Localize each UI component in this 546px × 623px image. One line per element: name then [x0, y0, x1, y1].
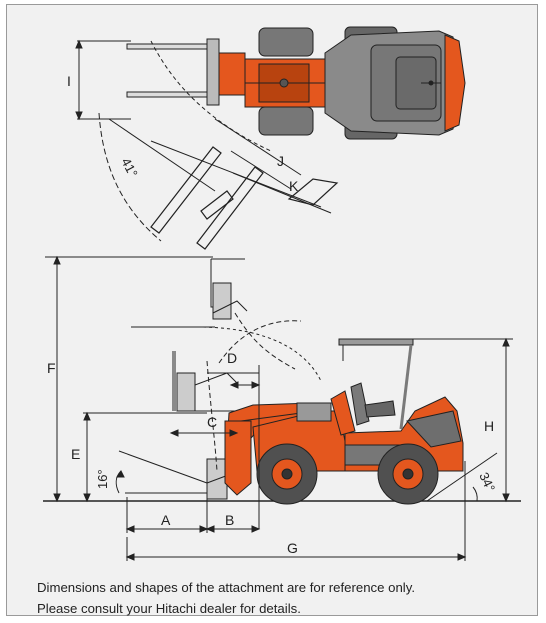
loader-front-wheel — [256, 443, 318, 505]
loader-lift-arm — [224, 402, 320, 496]
dim-label-g: G — [287, 540, 298, 556]
dim-label-a: A — [161, 512, 171, 528]
dim-label-b: B — [225, 512, 234, 528]
dim-label-k: K — [289, 178, 299, 194]
turning-arc-outer — [98, 112, 162, 242]
top-front-frame — [218, 52, 326, 108]
dim-label-d: D — [227, 350, 237, 366]
top-front-tyres — [258, 27, 314, 136]
fork-ground-position — [83, 412, 240, 500]
loader-rear-wheel — [377, 443, 439, 505]
top-view — [75, 26, 466, 250]
top-turned-fork-outline — [150, 146, 339, 250]
top-fork-tines — [75, 38, 220, 121]
disclaimer-line-1: Dimensions and shapes of the attachment … — [37, 580, 416, 595]
dim-label-c: C — [207, 414, 217, 430]
diagram-panel: I J K 41° — [6, 4, 538, 616]
dim-label-j: J — [277, 153, 284, 169]
disclaimer-note: Dimensions and shapes of the attachment … — [37, 577, 537, 619]
fork-raised-position — [131, 258, 248, 328]
dim-label-f: F — [47, 360, 56, 376]
dim-label-i: I — [67, 73, 71, 89]
angle-label-steer: 41° — [118, 155, 140, 179]
angle-label-departure: 34° — [476, 470, 498, 494]
angle-label-rollback: 16° — [95, 469, 110, 489]
dim-label-e: E — [71, 446, 80, 462]
turning-arc-inner — [150, 40, 272, 152]
top-rear-body — [324, 26, 466, 140]
dimension-lines — [45, 255, 513, 561]
loader-rops — [330, 338, 414, 436]
side-view — [43, 255, 521, 561]
wheel-loader-dimension-drawing: I J K 41° — [43, 26, 521, 561]
dim-label-h: H — [484, 418, 494, 434]
disclaimer-line-2: Please consult your Hitachi dealer for d… — [37, 601, 301, 616]
